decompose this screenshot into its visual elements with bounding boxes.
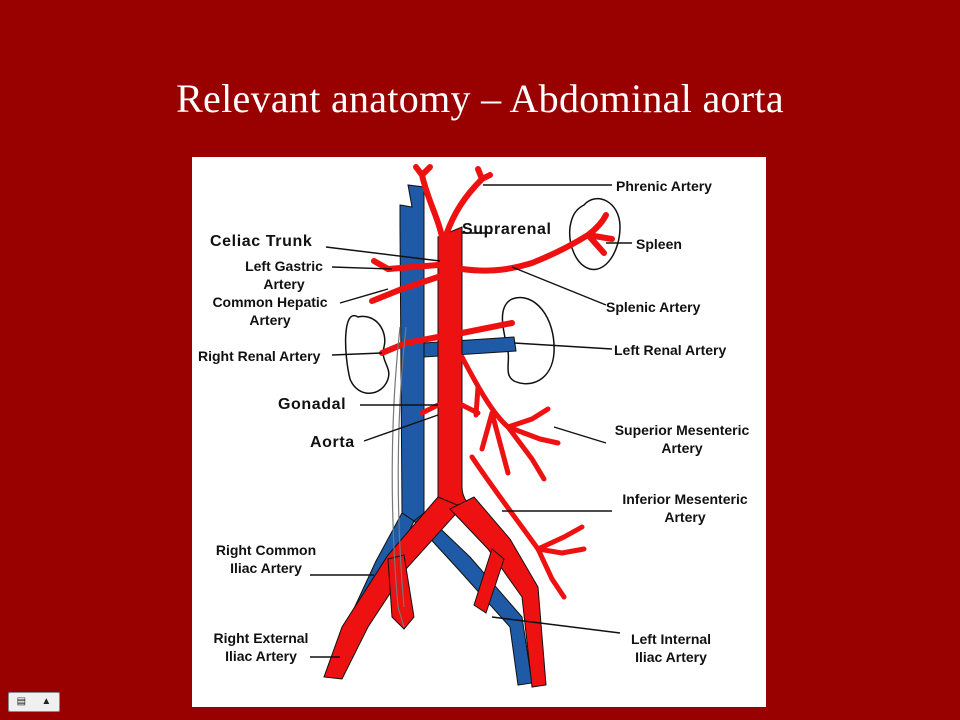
label-right-common-iliac-2: Iliac Artery — [230, 560, 302, 576]
label-aorta: Aorta — [310, 434, 355, 451]
label-superior-mesenteric-1: Superior Mesenteric — [614, 422, 750, 438]
inferior-mesenteric-artery — [469, 454, 587, 600]
superior-mesenteric-artery — [459, 354, 561, 482]
left-renal-artery — [459, 320, 515, 336]
up-arrow-icon[interactable]: ▲ — [41, 696, 52, 707]
label-suprarenal: Suprarenal — [462, 221, 552, 238]
phrenic-arteries — [413, 164, 493, 240]
label-left-internal-iliac-2: Iliac Artery — [635, 649, 707, 665]
label-celiac-trunk: Celiac Trunk — [210, 233, 313, 250]
slide-controls[interactable]: ▤ ▲ — [8, 692, 60, 712]
right-kidney — [344, 314, 390, 394]
label-left-gastric-2: Artery — [263, 276, 305, 292]
label-right-common-iliac-1: Right Common — [215, 542, 317, 558]
label-gonadal: Gonadal — [278, 396, 347, 413]
label-inferior-mesenteric-2: Artery — [664, 509, 706, 525]
slide-menu-icon[interactable]: ▤ — [16, 696, 27, 707]
left-internal-iliac — [473, 548, 505, 614]
label-common-hepatic-1: Common Hepatic — [212, 294, 328, 310]
aorta-diagram: Phrenic Artery Suprarenal Spleen Celiac … — [192, 157, 766, 707]
label-left-renal-artery: Left Renal Artery — [614, 342, 727, 358]
splenic-artery — [459, 212, 615, 274]
label-left-internal-iliac-1: Left Internal — [630, 631, 712, 647]
label-splenic-artery: Splenic Artery — [606, 299, 701, 315]
vessel-drawing — [310, 164, 632, 688]
label-right-external-iliac-2: Iliac Artery — [225, 648, 297, 664]
right-renal-artery — [379, 334, 441, 356]
gonadal-vessel-line — [391, 326, 407, 628]
label-right-external-iliac-1: Right External — [213, 630, 309, 646]
label-left-gastric-1: Left Gastric — [245, 258, 323, 274]
leader-lines — [310, 184, 632, 658]
label-phrenic-artery: Phrenic Artery — [616, 178, 712, 194]
label-right-renal-artery: Right Renal Artery — [198, 348, 321, 364]
slide-title: Relevant anatomy – Abdominal aorta — [176, 76, 784, 121]
label-common-hepatic-2: Artery — [249, 312, 291, 328]
label-superior-mesenteric-2: Artery — [661, 440, 703, 456]
label-inferior-mesenteric-1: Inferior Mesenteric — [622, 491, 748, 507]
right-internal-iliac — [387, 554, 415, 630]
common-hepatic-artery — [369, 274, 441, 304]
label-spleen: Spleen — [636, 236, 682, 252]
